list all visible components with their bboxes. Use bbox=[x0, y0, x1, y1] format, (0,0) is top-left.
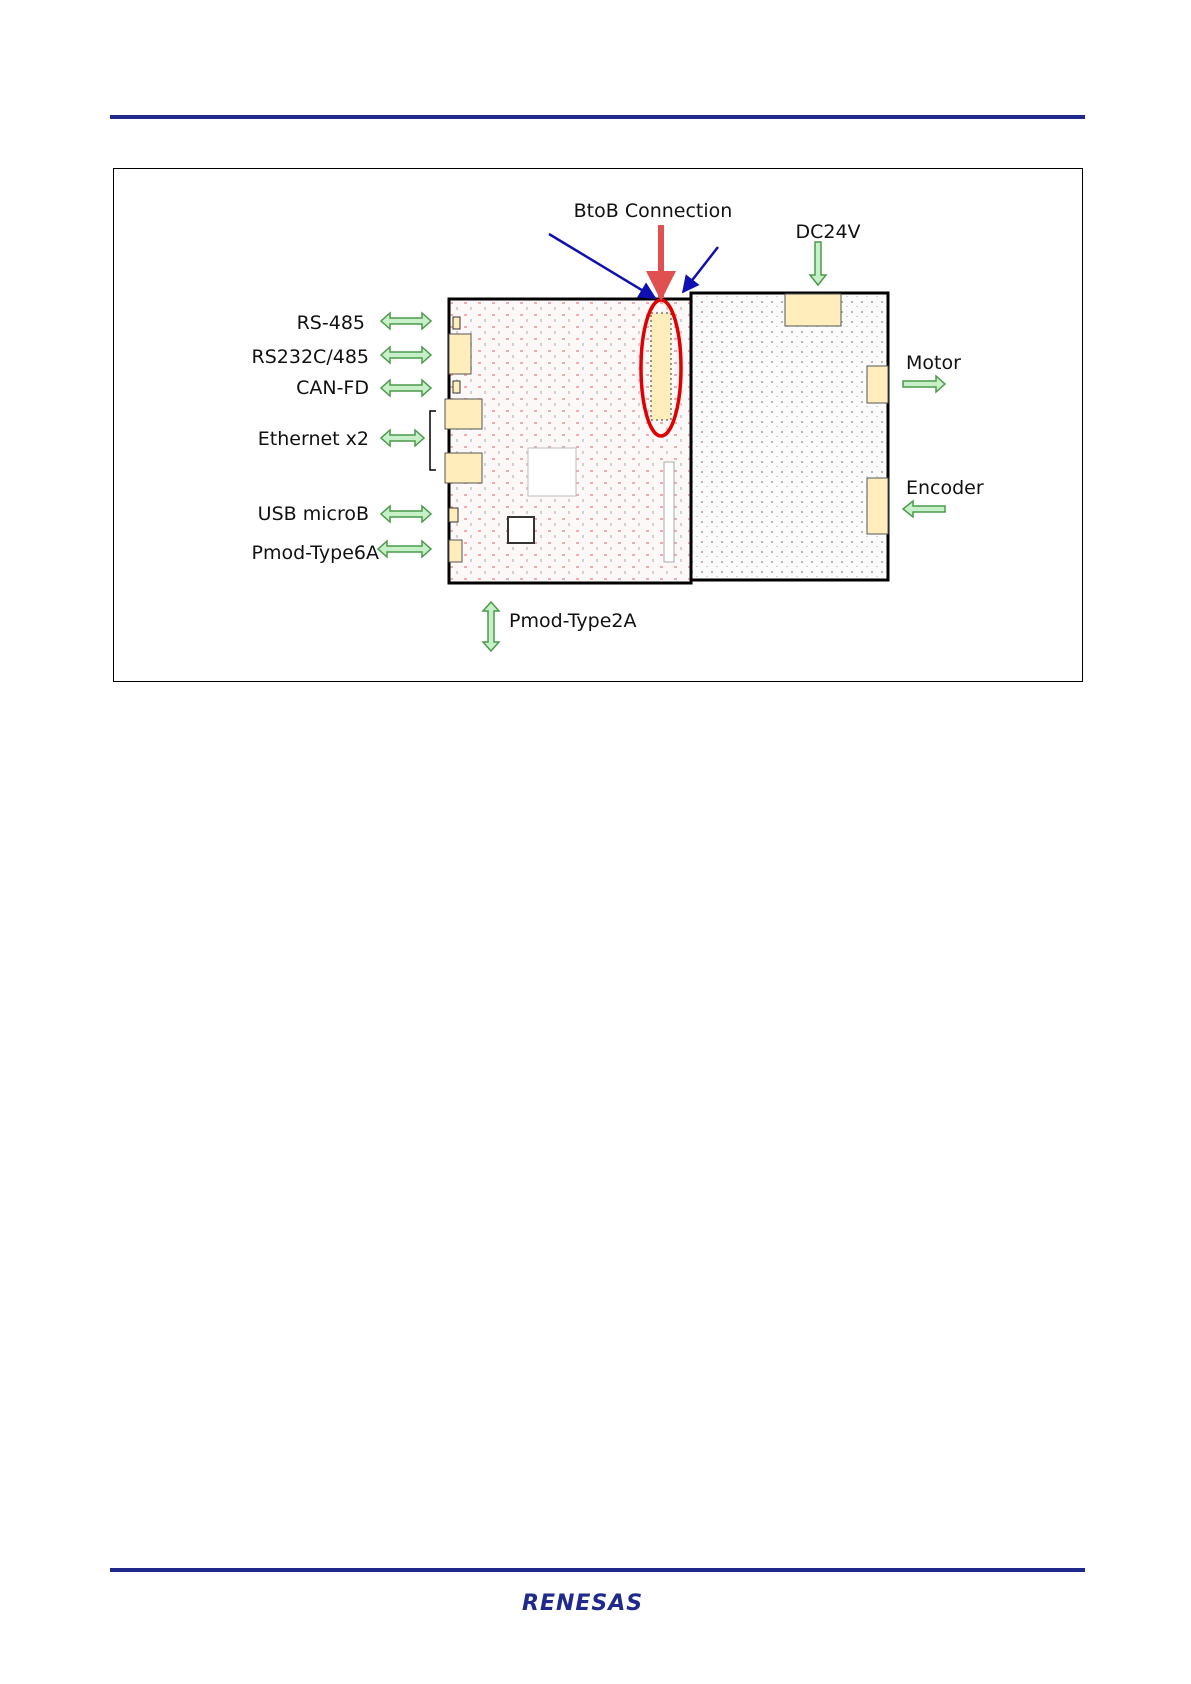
motor-connector bbox=[867, 366, 888, 403]
inverter-board bbox=[691, 293, 888, 580]
ethernet-bracket bbox=[430, 411, 436, 470]
footer-rule bbox=[110, 1568, 1085, 1572]
renesas-logo: RENESAS bbox=[522, 1591, 643, 1616]
rs232-arrow bbox=[381, 347, 431, 363]
usb-arrow bbox=[381, 506, 431, 522]
encoder-arrow bbox=[903, 501, 945, 517]
btob-label: BtoB Connection bbox=[574, 200, 733, 222]
rs485-label: RS-485 bbox=[297, 312, 365, 334]
motor-arrow bbox=[903, 376, 945, 392]
ethernet-arrow bbox=[381, 430, 424, 446]
btob-blue-arrow-right bbox=[683, 247, 718, 292]
canfd-arrow bbox=[381, 380, 431, 396]
encoder-connector bbox=[867, 478, 888, 534]
btob-blue-arrow-left bbox=[549, 234, 655, 298]
pmod2a-arrow bbox=[483, 602, 499, 651]
dc24v-arrow bbox=[810, 242, 826, 285]
pmod6a-label: Pmod-Type6A bbox=[252, 542, 380, 564]
encoder-label: Encoder bbox=[906, 477, 984, 499]
btob-connector bbox=[651, 313, 671, 420]
rs232-label: RS232C/485 bbox=[252, 346, 369, 368]
motor-label: Motor bbox=[906, 352, 961, 374]
ethernet-label: Ethernet x2 bbox=[258, 428, 369, 450]
canfd-label: CAN-FD bbox=[296, 377, 369, 399]
rs485-arrow bbox=[381, 313, 431, 329]
pmod2a-label: Pmod-Type2A bbox=[509, 610, 637, 632]
pmod6a-arrow bbox=[378, 541, 431, 557]
usb-label: USB microB bbox=[258, 503, 369, 525]
dc24v-connector bbox=[785, 294, 841, 326]
dc24v-label: DC24V bbox=[795, 221, 860, 243]
